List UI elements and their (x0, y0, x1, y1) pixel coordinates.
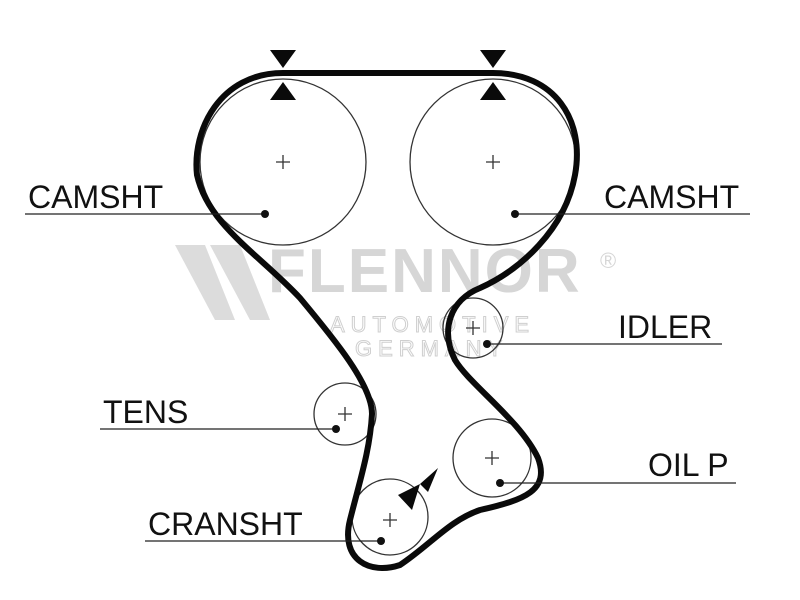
crankshaft-centre-icon (383, 513, 397, 527)
camshaft-left-centre-icon (276, 155, 290, 169)
tensioner-pulley (313, 382, 377, 446)
camshaft-left-mark-bottom-icon (270, 82, 296, 100)
pulleys (199, 78, 577, 556)
timing-marks (270, 50, 506, 510)
crankshaft-mark-inner-icon (398, 484, 420, 510)
label-idler: IDLER (618, 309, 712, 345)
label-camshaft-right: CAMSHT (604, 179, 739, 215)
camshaft-right-dot (511, 210, 519, 218)
camshaft-right-mark-bottom-icon (480, 82, 506, 100)
camshaft-left-pulley (199, 78, 367, 246)
labels: CAMSHT CAMSHT IDLER TENS OIL P CRANSHT (28, 179, 739, 542)
timing-belt (193, 70, 580, 571)
oil-pump-centre-icon (485, 451, 499, 465)
label-crankshaft: CRANSHT (148, 506, 303, 542)
label-oil-pump: OIL P (648, 447, 729, 483)
label-camshaft-left: CAMSHT (28, 179, 163, 215)
crankshaft-dot (377, 537, 385, 545)
idler-pulley (442, 297, 504, 359)
watermark-registered: ® (600, 248, 616, 273)
watermark-line1: AUTOMOTIVE (330, 312, 535, 337)
leader-lines (25, 210, 750, 545)
pulley-centre-marks (276, 155, 500, 527)
oil-pump-pulley (452, 418, 532, 498)
watermark-logo-icon (175, 245, 270, 320)
tensioner-centre-icon (338, 407, 352, 421)
camshaft-left-mark-top-icon (270, 50, 296, 68)
watermark: FLENNOR ® AUTOMOTIVE GERMANY (175, 237, 616, 362)
camshaft-right-mark-top-icon (480, 50, 506, 68)
idler-dot (483, 340, 491, 348)
watermark-brand: FLENNOR (268, 237, 582, 306)
camshaft-left-dot (261, 210, 269, 218)
idler-centre-icon (466, 321, 480, 335)
label-tensioner: TENS (103, 394, 188, 430)
camshaft-right-centre-icon (486, 155, 500, 169)
tensioner-dot (332, 425, 340, 433)
crankshaft-mark-outer-icon (420, 468, 438, 492)
oil-pump-dot (496, 479, 504, 487)
watermark-line2: GERMANY (355, 336, 508, 361)
